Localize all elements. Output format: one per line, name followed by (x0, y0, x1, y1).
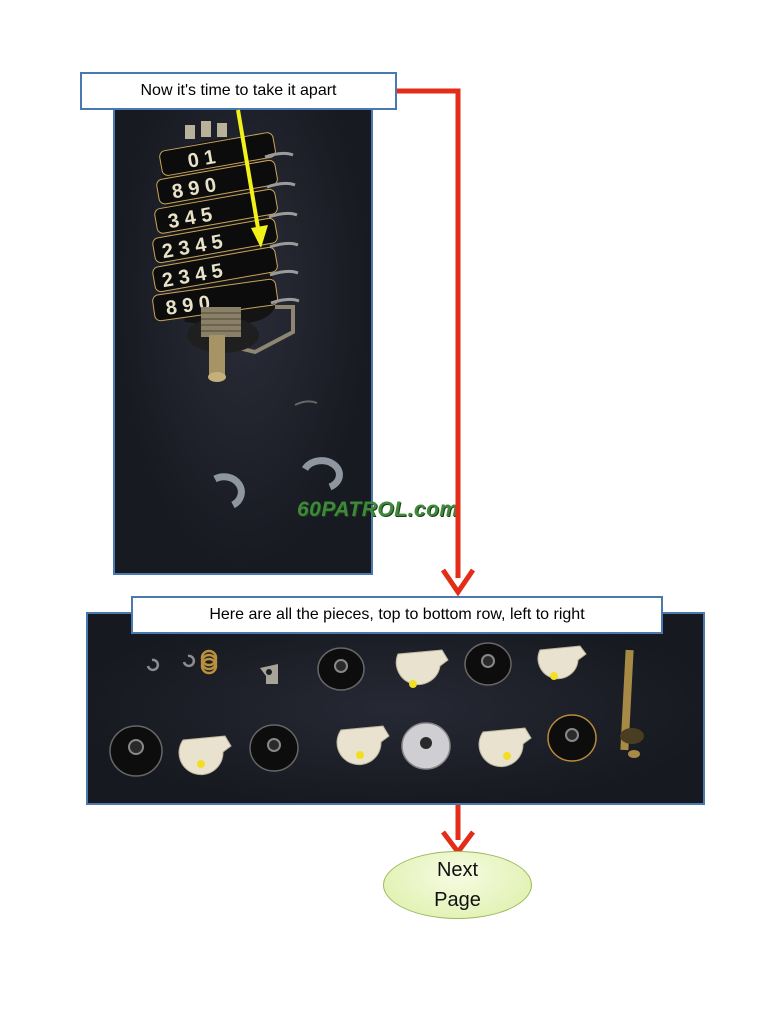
drum-digits-row-1: 0 1 (186, 146, 217, 172)
caption-all-pieces: Here are all the pieces, top to bottom r… (131, 596, 663, 634)
caption-take-apart-text: Now it's time to take it apart (140, 82, 337, 99)
photo-all-pieces (86, 612, 705, 805)
photo-counter-assembly: 0 1 8 9 0 3 4 5 2 3 4 5 2 3 4 5 8 9 0 (113, 105, 373, 575)
caption-all-pieces-text: Here are all the pieces, top to bottom r… (209, 606, 585, 623)
caption-take-apart: Now it's time to take it apart (80, 72, 397, 110)
watermark-text: 60PATROL.com (297, 498, 459, 521)
next-page-label-line1: Next (436, 859, 479, 881)
pieces-illustration (109, 642, 644, 777)
pointer-arrow-yellow (236, 109, 268, 248)
next-page-button[interactable]: Next Page (383, 851, 532, 919)
next-page-label-line2: Page (434, 889, 481, 911)
flow-arrow-to-next (441, 805, 475, 857)
flow-arrow-to-pieces (397, 88, 476, 597)
counter-drum-illustration: 0 1 8 9 0 3 4 5 2 3 4 5 2 3 4 5 8 9 0 (152, 121, 343, 509)
